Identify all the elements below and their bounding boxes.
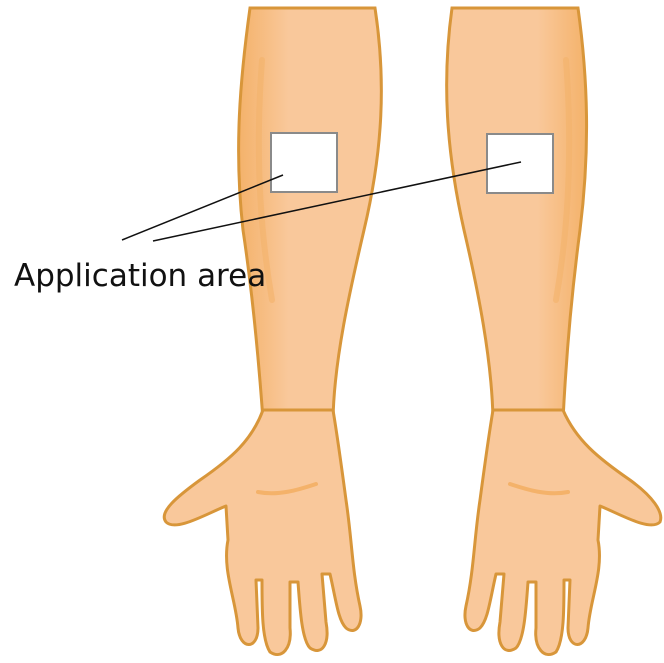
- right-arm: [447, 8, 661, 655]
- right-hand: [465, 410, 661, 655]
- right-application-patch: [487, 134, 553, 193]
- application-area-label: Application area: [14, 258, 266, 295]
- left-application-patch: [271, 133, 337, 192]
- left-hand: [164, 410, 361, 655]
- left-arm: [164, 8, 381, 655]
